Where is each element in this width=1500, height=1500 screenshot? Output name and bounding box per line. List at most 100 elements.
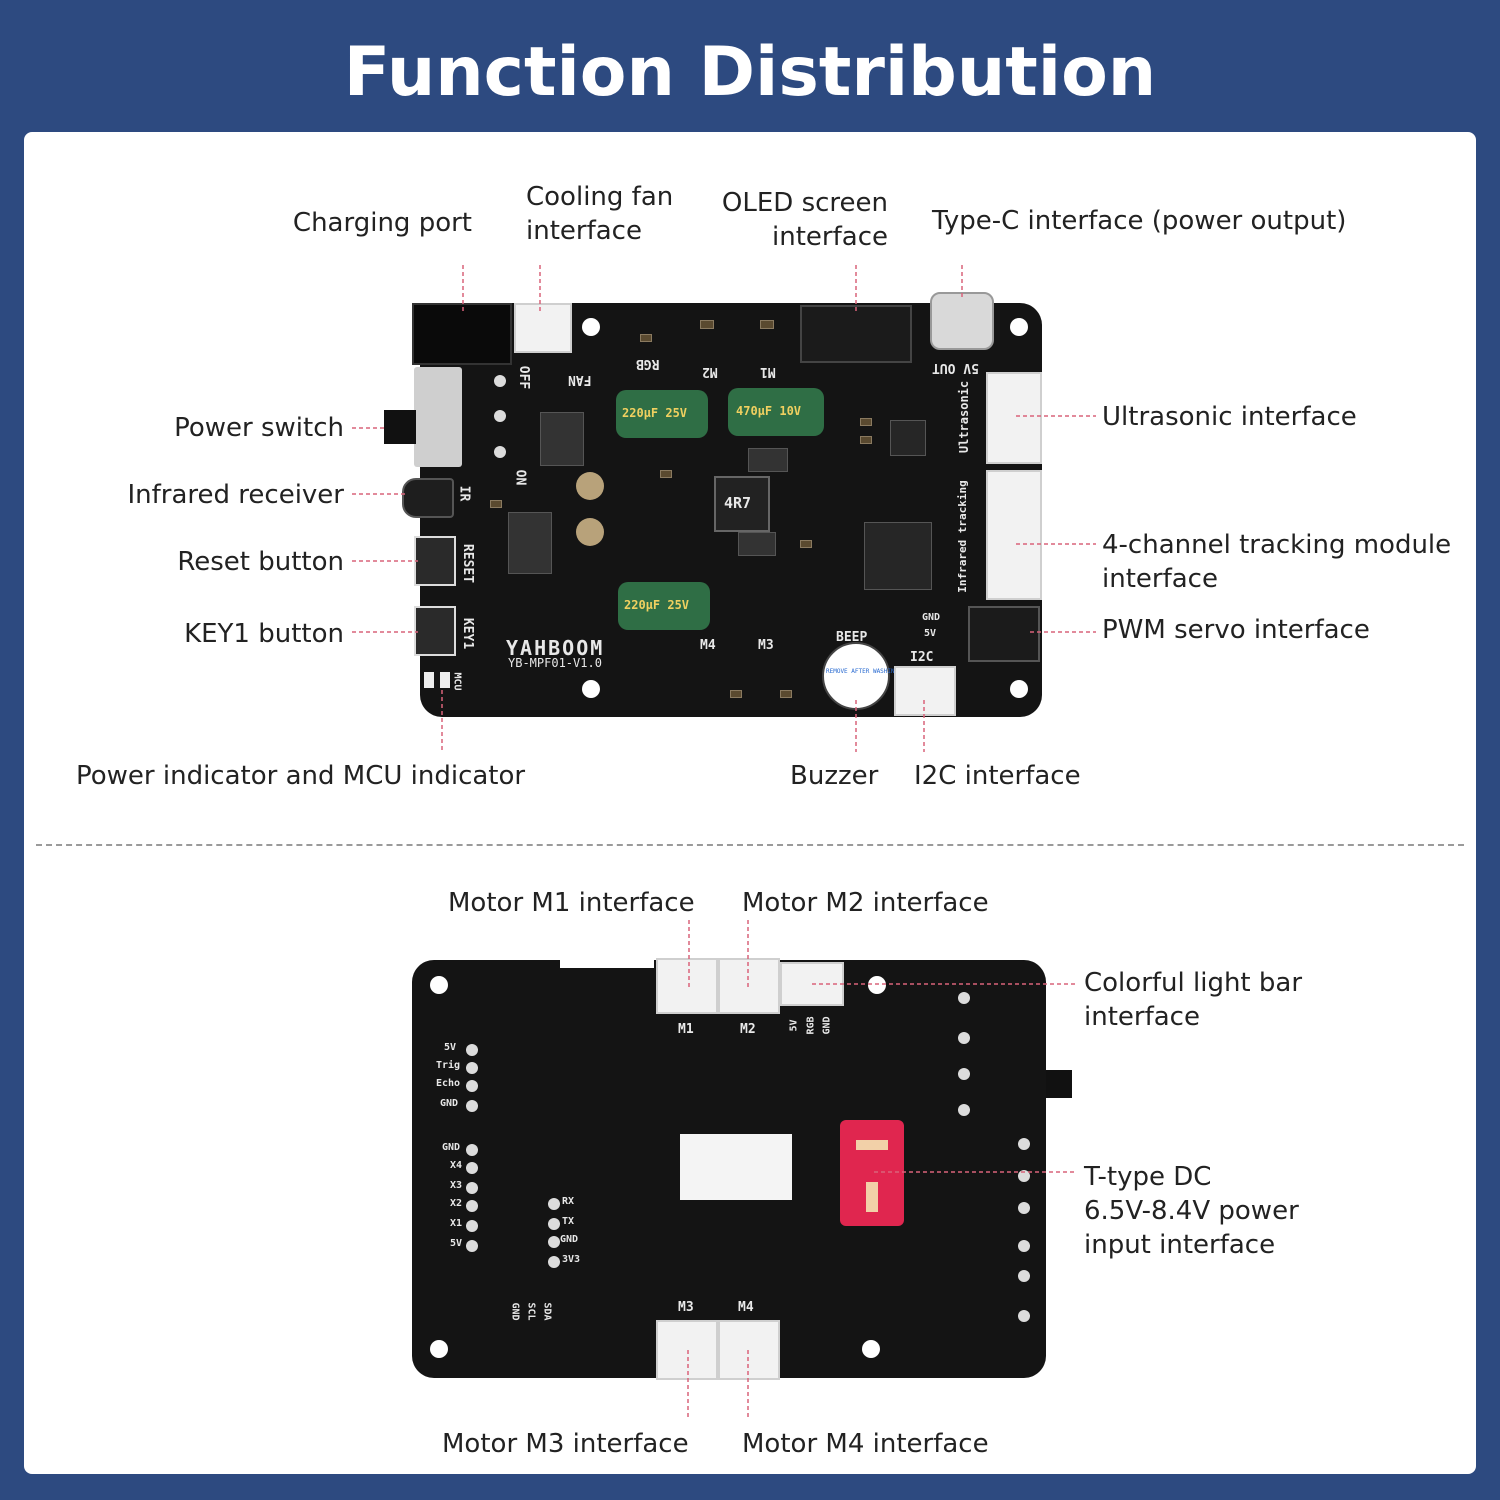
capacitor-label: 220µF 25V: [622, 406, 688, 420]
smd-part: [730, 690, 742, 698]
chip: [748, 448, 788, 472]
power-switch-lever[interactable]: [384, 410, 416, 444]
through-hole-pad: [958, 1032, 970, 1044]
label-power-indicator: Power indicator and MCU indicator: [76, 761, 526, 791]
silk-gnd: GND: [442, 1142, 461, 1153]
board-sticker: [680, 1134, 792, 1200]
label-infrared-receiver: Infrared receiver: [127, 480, 344, 510]
silk-m2: M2: [740, 1022, 756, 1037]
board-cutout: [560, 958, 654, 968]
through-hole-pad: [466, 1182, 478, 1194]
label-oled-line1: OLED screen: [721, 188, 888, 218]
smd-part: [780, 690, 792, 698]
infrared-receiver: [402, 478, 454, 518]
inductor: [714, 476, 770, 532]
silk-gnd: GND: [922, 612, 941, 623]
silk-x4: X4: [450, 1160, 463, 1171]
label-cooling-fan-line2: interface: [526, 216, 642, 246]
through-hole-pad: [466, 1200, 478, 1212]
chip: [890, 420, 926, 456]
t-type-pin: [856, 1140, 888, 1150]
smd-part: [660, 470, 672, 478]
power-led: [424, 672, 434, 688]
silk-gnd: GND: [560, 1234, 579, 1245]
label-cooling-fan-line1: Cooling fan: [526, 182, 674, 212]
silk-m4: M4: [700, 638, 716, 653]
board-model: YB-MPF01-V1.0: [508, 656, 602, 670]
brand-logo: YAHBOOM: [506, 636, 605, 660]
silk-trig: Trig: [436, 1060, 461, 1071]
smd-part: [760, 320, 774, 329]
label-motor-m1: Motor M1 interface: [448, 888, 695, 918]
through-hole-pad: [1018, 1310, 1030, 1322]
through-hole-pad: [958, 992, 970, 1004]
capacitor: [618, 582, 710, 630]
reset-button[interactable]: [414, 536, 456, 586]
oled-header: [800, 305, 912, 363]
label-t-type-line2: 6.5V-8.4V power: [1084, 1196, 1299, 1226]
servo-header: [968, 606, 1040, 662]
label-i2c: I2C interface: [914, 761, 1081, 791]
i2c-connector: [894, 666, 956, 716]
silk-m1: M1: [678, 1022, 694, 1037]
label-pwm-servo: PWM servo interface: [1102, 615, 1370, 645]
capacitor: [616, 390, 708, 438]
mount-hole: [582, 680, 600, 698]
label-type-c: Type-C interface (power output): [932, 206, 1347, 236]
through-hole-pad: [466, 1062, 478, 1074]
through-hole-pad: [548, 1256, 560, 1268]
capacitor-label: 220µF 25V: [624, 598, 690, 612]
through-hole-pad: [958, 1104, 970, 1116]
round-capacitor: [576, 518, 604, 546]
label-power-switch: Power switch: [174, 413, 344, 443]
silk-5v: 5V: [444, 1042, 457, 1053]
mount-hole: [1010, 680, 1028, 698]
mount-hole: [1010, 318, 1028, 336]
through-hole-pad: [466, 1044, 478, 1056]
chip: [540, 412, 584, 466]
mount-hole: [582, 318, 600, 336]
capacitor-label: 470µF 10V: [736, 404, 802, 418]
silk-rx: RX: [562, 1196, 575, 1207]
label-t-type-line1: T-type DC: [1084, 1162, 1212, 1192]
label-ultrasonic: Ultrasonic interface: [1102, 402, 1357, 432]
mount-hole: [430, 1340, 448, 1358]
label-key1-button: KEY1 button: [184, 619, 344, 649]
through-hole-pad: [1018, 1202, 1030, 1214]
round-capacitor: [576, 472, 604, 500]
motor-m2-connector: [718, 958, 780, 1014]
label-tracking-line1: 4-channel tracking module: [1102, 530, 1452, 560]
mcu-chip: [864, 522, 932, 590]
through-hole-pad: [466, 1240, 478, 1252]
through-hole-pad: [1018, 1270, 1030, 1282]
label-motor-m3: Motor M3 interface: [442, 1429, 689, 1459]
through-hole-pad: [466, 1220, 478, 1232]
smd-part: [860, 418, 872, 426]
silk-x3: X3: [450, 1180, 463, 1191]
smd-part: [490, 500, 502, 508]
through-hole-pad: [466, 1162, 478, 1174]
silk-5v: 5V: [924, 628, 937, 639]
silk-5v: 5V: [450, 1238, 463, 1249]
smd-part: [700, 320, 714, 329]
silk-m4: M4: [738, 1300, 754, 1315]
through-hole-pad: [958, 1068, 970, 1080]
t-type-pin: [866, 1182, 878, 1212]
inductor-label: 4R7: [724, 494, 752, 512]
silk-i2c: I2C: [910, 650, 934, 665]
through-hole-pad: [548, 1198, 560, 1210]
smd-part: [640, 334, 652, 342]
silk-beep: BEEP: [836, 630, 868, 645]
motor-m3-connector: [656, 1320, 718, 1380]
through-hole-pad: [466, 1100, 478, 1112]
through-hole-pad: [548, 1236, 560, 1248]
buzzer-sticker-text: REMOVE AFTER WASHING: [826, 668, 899, 675]
label-buzzer: Buzzer: [790, 761, 879, 791]
label-motor-m2: Motor M2 interface: [742, 888, 989, 918]
smd-part: [860, 436, 872, 444]
switch-pin: [494, 410, 506, 422]
label-motor-m4: Motor M4 interface: [742, 1429, 989, 1459]
mcu-led: [440, 672, 450, 688]
key1-button[interactable]: [414, 606, 456, 656]
